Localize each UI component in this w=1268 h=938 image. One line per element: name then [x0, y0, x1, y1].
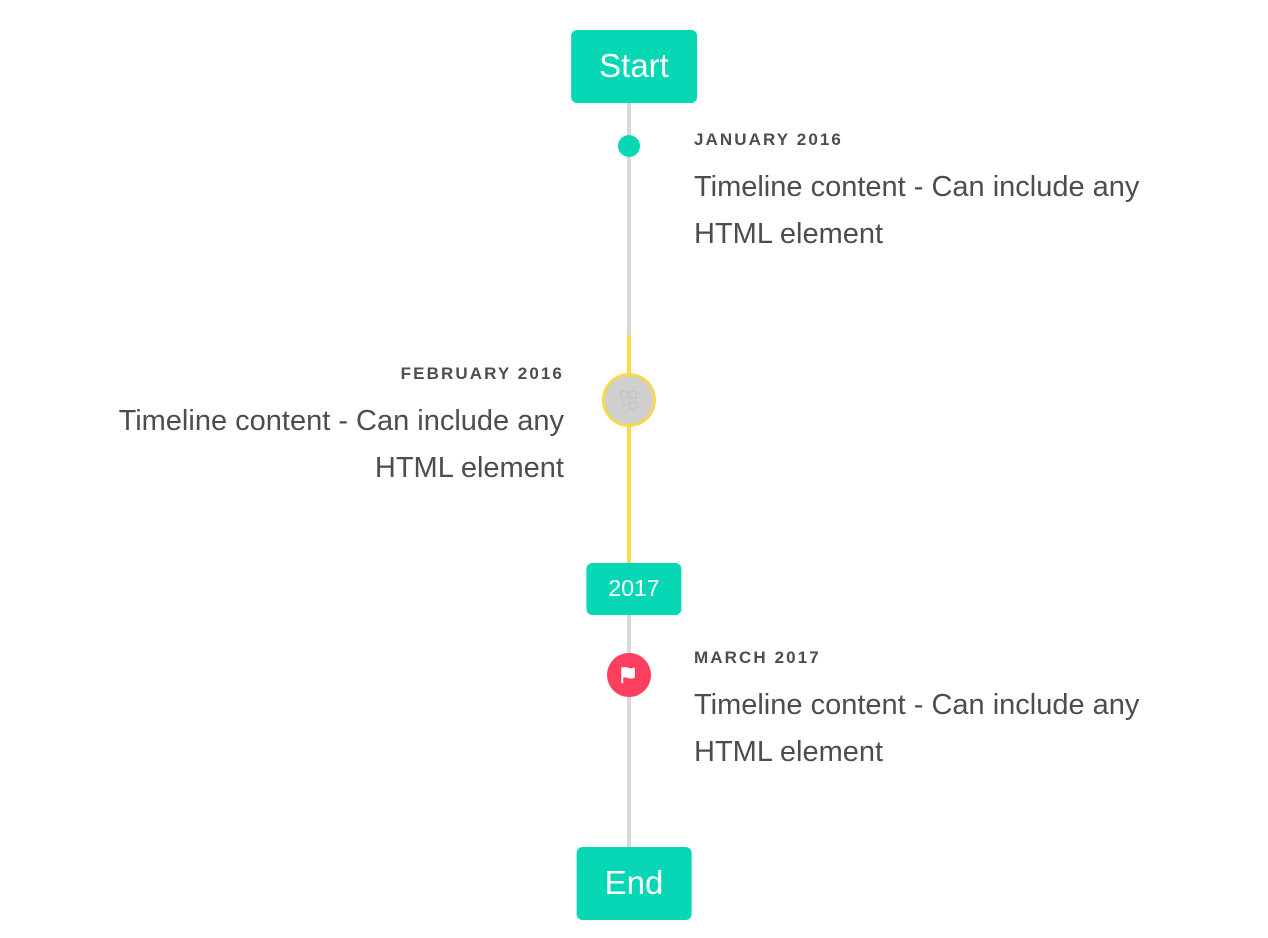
timeline-entry-date: JANUARY 2016 — [694, 130, 843, 149]
timeline-entry-body: Timeline content - Can include any HTML … — [118, 405, 564, 485]
flag-icon[interactable] — [607, 653, 651, 697]
timeline-entry-date: FEBRUARY 2016 — [400, 364, 564, 383]
timeline-rail-lower — [627, 613, 631, 853]
timeline-entry-body: Timeline content - Can include any HTML … — [694, 171, 1140, 251]
missing-glyph-icon: □□·□ — [620, 386, 638, 413]
dot-icon[interactable] — [618, 135, 640, 157]
timeline-entry-body: Timeline content - Can include any HTML … — [694, 689, 1140, 769]
timeline-year-badge[interactable]: 2017 — [586, 563, 682, 615]
timeline-rail-highlight — [627, 335, 631, 567]
timeline-start-badge[interactable]: Start — [571, 30, 697, 103]
timeline-rail-upper — [627, 95, 631, 337]
timeline-end-badge[interactable]: End — [576, 847, 692, 920]
ring-icon[interactable]: □□·□ — [602, 373, 656, 427]
timeline-entry-date: MARCH 2017 — [694, 648, 821, 667]
timeline-entry-march: MARCH 2017 Timeline content - Can includ… — [694, 648, 1218, 776]
timeline-entry-january: JANUARY 2016 Timeline content - Can incl… — [694, 130, 1218, 258]
timeline-entry-february: FEBRUARY 2016 Timeline content - Can inc… — [40, 364, 564, 492]
